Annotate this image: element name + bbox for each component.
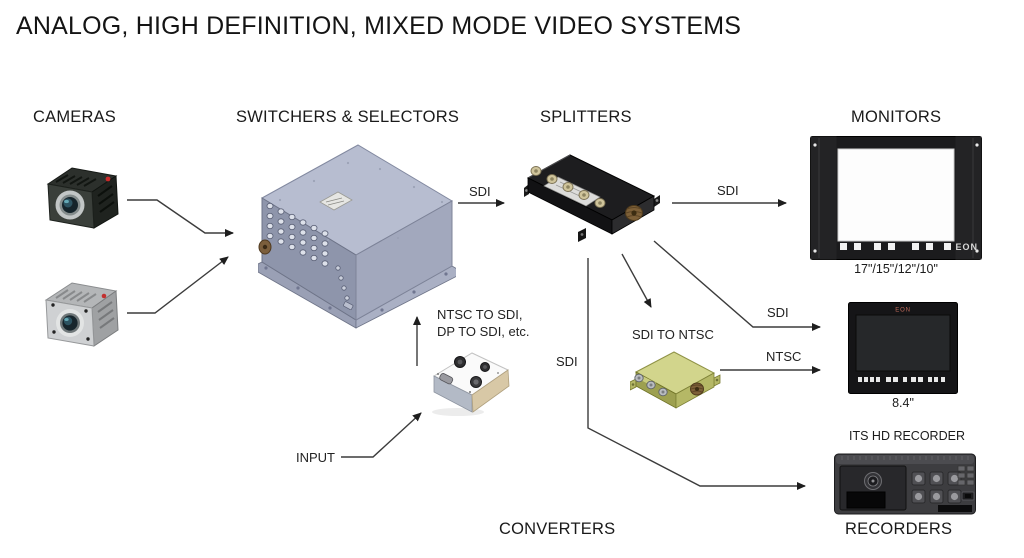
section-header-splitters: SPLITTERS xyxy=(540,108,632,126)
large-monitor-brand: EON xyxy=(955,242,978,252)
arrow-camera1-to-switcher xyxy=(127,199,234,237)
label-ntsc-small-monitor: NTSC xyxy=(766,349,802,364)
label-sdi-splitter-monitor: SDI xyxy=(717,183,739,198)
section-header-cameras: CAMERAS xyxy=(33,108,116,126)
small-monitor-image: EON xyxy=(848,302,958,394)
arrow-splitter-to-converter xyxy=(621,253,652,308)
section-header-converters: CONVERTERS xyxy=(499,520,616,538)
label-sdi-to-ntsc: SDI TO NTSC xyxy=(632,327,714,342)
recorder-image xyxy=(834,448,976,516)
switcher-image xyxy=(258,142,456,330)
label-small-monitor-size: 8.4" xyxy=(892,396,914,410)
label-sdi-switcher-splitter: SDI xyxy=(469,184,491,199)
arrow-splitter-to-small-monitor xyxy=(653,240,821,331)
small-monitor-brand: EON xyxy=(895,308,910,314)
page-title: ANALOG, HIGH DEFINITION, MIXED MODE VIDE… xyxy=(16,12,742,40)
arrow-input-to-converter xyxy=(341,412,422,458)
label-sdi-splitter-small-monitor: SDI xyxy=(767,305,789,320)
camera-dark-image xyxy=(42,164,120,230)
large-monitor-image: EON xyxy=(810,136,982,260)
label-ntsc-to-sdi-line1: NTSC TO SDI, xyxy=(437,307,523,322)
arrow-camera2-to-switcher xyxy=(127,256,229,314)
label-input: INPUT xyxy=(296,450,335,465)
label-monitor-sizes: 17"/15"/12"/10" xyxy=(854,262,938,276)
label-ntsc-to-sdi: NTSC TO SDI, DP TO SDI, etc. xyxy=(437,307,529,341)
sdi-to-ntsc-converter-image xyxy=(630,346,726,416)
section-header-switchers: SWITCHERS & SELECTORS xyxy=(236,108,460,126)
camera-light-image xyxy=(40,278,120,348)
splitter-image xyxy=(524,150,660,246)
label-sdi-recorder: SDI xyxy=(556,354,578,369)
section-header-recorders: RECORDERS xyxy=(845,520,953,538)
ntsc-to-sdi-converter-image xyxy=(428,346,512,420)
label-its-hd-recorder: ITS HD RECORDER xyxy=(849,429,965,443)
section-header-monitors: MONITORS xyxy=(851,108,942,126)
label-ntsc-to-sdi-line2: DP TO SDI, etc. xyxy=(437,323,530,339)
